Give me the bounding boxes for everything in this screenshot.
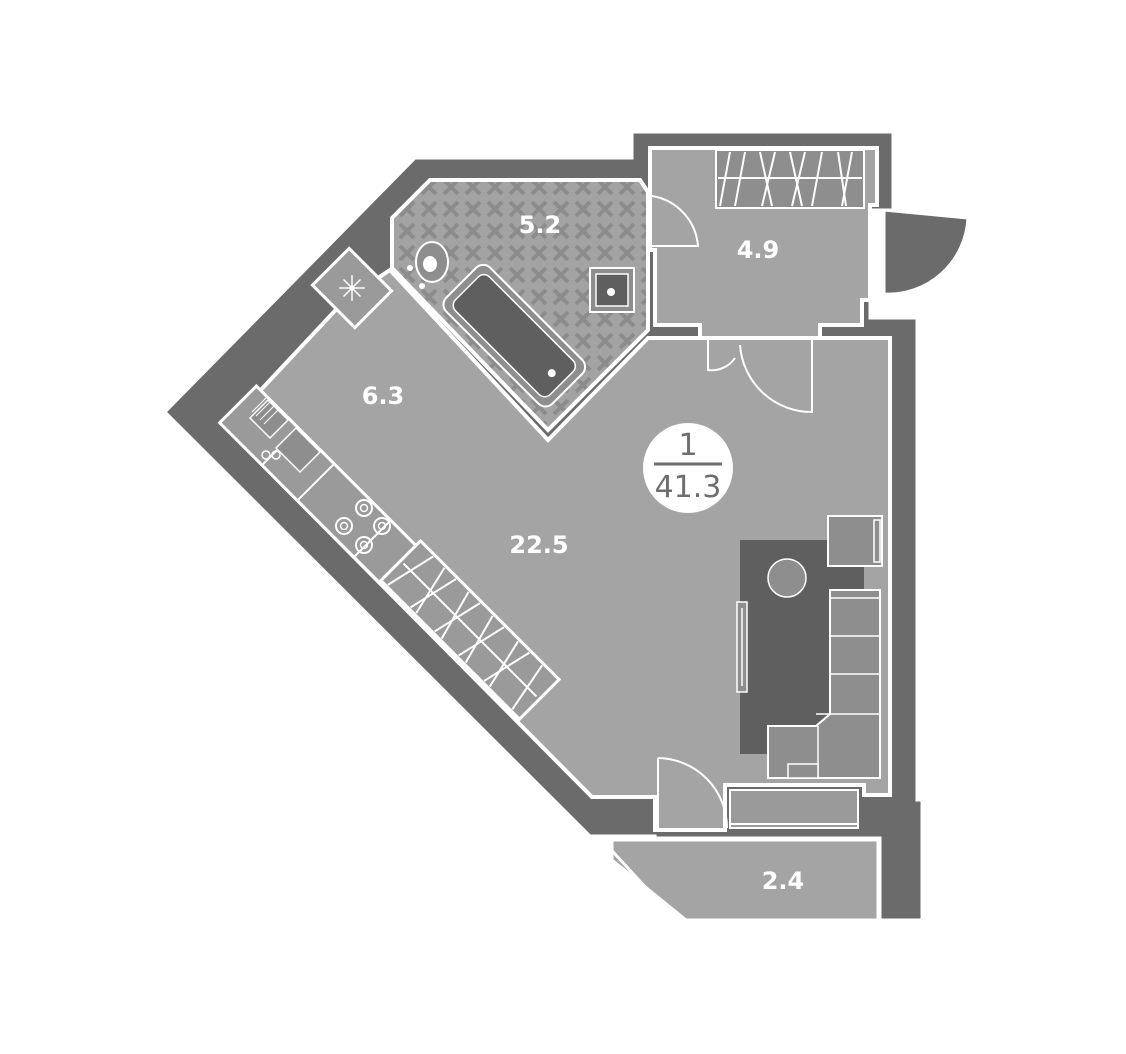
badge-rooms: 1 xyxy=(678,428,697,463)
bathroom-fixtures xyxy=(407,241,635,408)
entrance-door-swing xyxy=(882,208,970,296)
tv-unit xyxy=(736,601,748,693)
hallway-area-label: 4.9 xyxy=(737,236,780,264)
living-furniture xyxy=(729,515,883,829)
washbasin xyxy=(589,267,635,313)
living-area-label: 22.5 xyxy=(509,531,568,559)
armchair xyxy=(827,515,883,567)
kitchen-cabinet-corner xyxy=(310,246,394,330)
living-wardrobe xyxy=(378,538,562,722)
bathroom-area-label: 5.2 xyxy=(519,211,562,239)
floors xyxy=(225,146,892,927)
balcony-railing xyxy=(602,840,880,927)
balcony-door-window xyxy=(729,789,859,829)
balcony-door-swing xyxy=(657,757,728,829)
apartment-badge: 1 41.3 xyxy=(643,423,733,513)
hall-door-swing-right xyxy=(739,340,813,414)
kitchen-furniture xyxy=(217,246,422,588)
hall-door-swing-left xyxy=(707,340,736,372)
kitchen-area-label: 6.3 xyxy=(362,382,405,410)
toilet xyxy=(407,241,449,289)
kitchen-sink xyxy=(248,395,322,474)
sofa xyxy=(767,589,881,779)
doors xyxy=(651,195,970,829)
hallway-wardrobe xyxy=(715,149,865,209)
coffee-table xyxy=(767,558,807,598)
kitchen-stove xyxy=(335,499,391,554)
balcony-floor xyxy=(610,838,880,922)
area-labels: 5.2 4.9 6.3 22.5 2.4 xyxy=(362,211,805,895)
balcony-area-label: 2.4 xyxy=(762,867,805,895)
bathroom-door-swing xyxy=(651,195,700,247)
badge-total-area: 41.3 xyxy=(655,470,722,505)
bathtub xyxy=(442,263,587,408)
living-floor xyxy=(225,267,892,832)
